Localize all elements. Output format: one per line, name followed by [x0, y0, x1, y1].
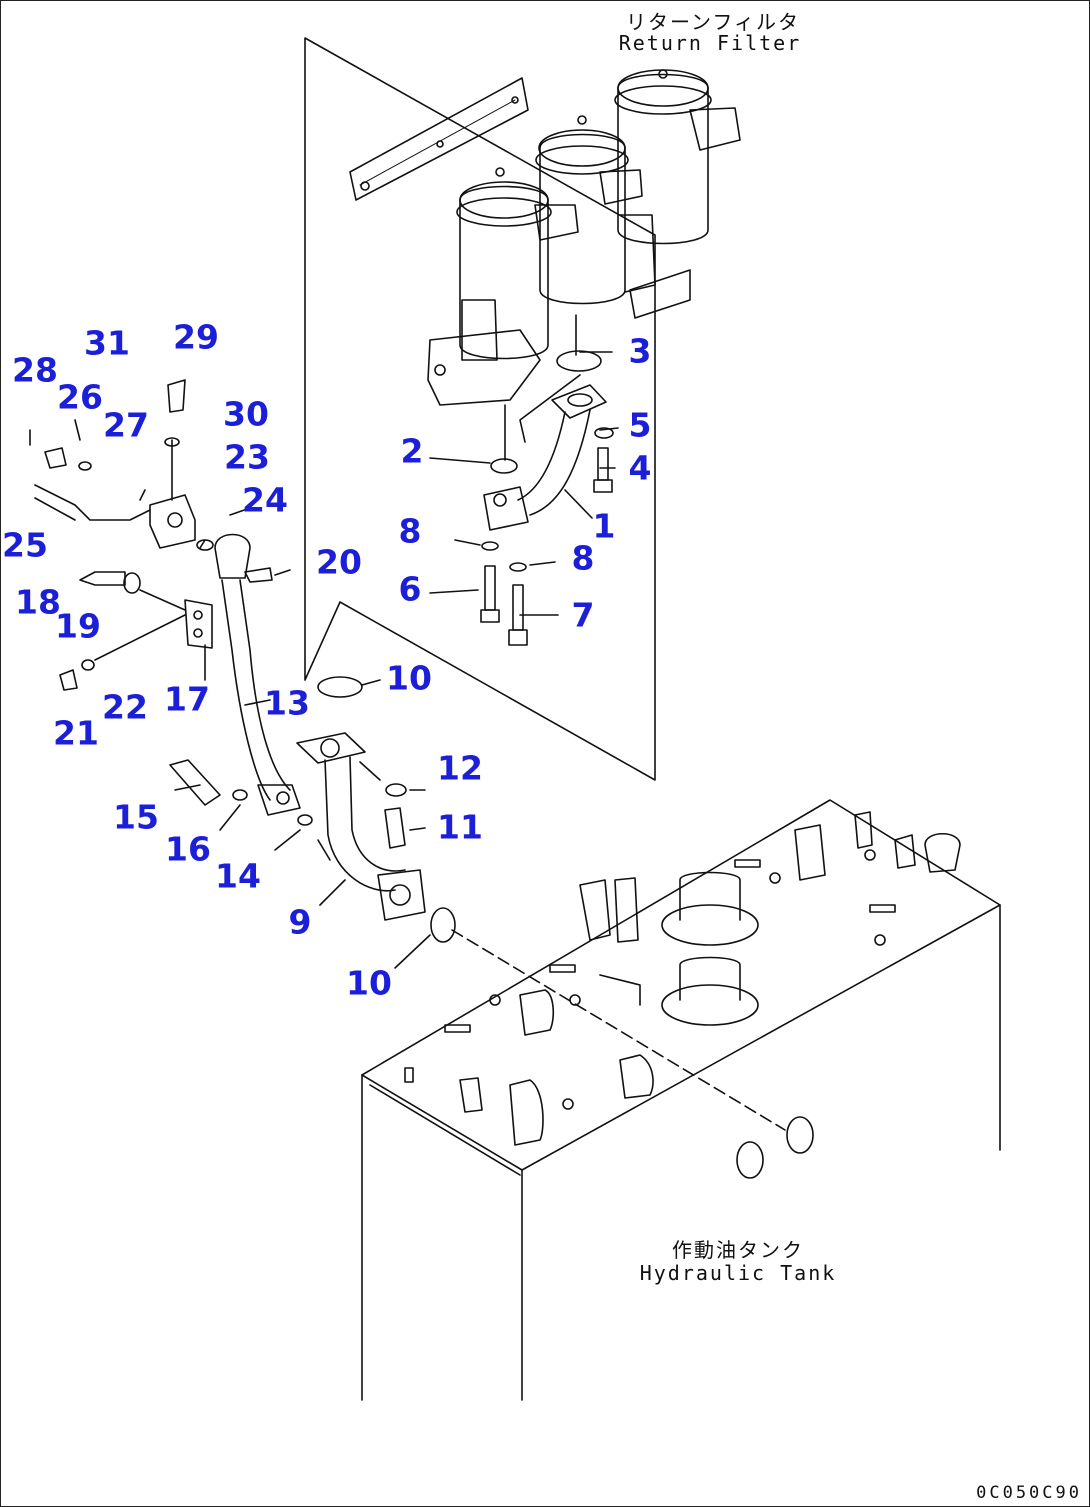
elbow-fitting-29 — [168, 380, 185, 412]
clamp-20 — [215, 535, 250, 579]
callout-30: 30 — [223, 394, 269, 434]
bracket-plate — [350, 78, 528, 200]
callout-4: 4 — [628, 448, 652, 488]
o-ring-10-lower — [431, 908, 455, 942]
callout-8a: 8 — [398, 511, 422, 551]
return-filter-en-label: Return Filter — [618, 31, 802, 55]
callout-25: 25 — [2, 525, 48, 565]
callout-23: 23 — [224, 437, 270, 477]
hydraulic-tank-en-label: Hydraulic Tank — [639, 1261, 837, 1285]
bolt-4 — [598, 448, 608, 480]
callout-7: 7 — [571, 595, 595, 635]
hydraulic-tank-jp-label: 作動油タンク — [672, 1238, 804, 1262]
nipple-26 — [45, 448, 66, 468]
hydraulic-tank — [362, 800, 1000, 1400]
callout-28: 28 — [12, 350, 58, 390]
washer-5 — [595, 428, 613, 438]
pipe-9 — [297, 733, 425, 920]
spring-11 — [385, 808, 405, 848]
callout-16: 16 — [165, 829, 211, 869]
callout-5: 5 — [628, 405, 652, 445]
callout-19: 19 — [55, 606, 101, 646]
callout-29: 29 — [173, 317, 219, 357]
o-ring-12 — [386, 784, 406, 796]
mounting-plane — [305, 38, 655, 780]
filter-canister-rear — [615, 70, 740, 244]
callout-26: 26 — [57, 377, 103, 417]
drawing-number: 0C050C90 — [976, 1483, 1082, 1503]
callout-8b: 8 — [571, 538, 595, 578]
callout-6: 6 — [398, 569, 422, 609]
manifold-block-23 — [150, 495, 195, 548]
bolt-6 — [485, 566, 495, 610]
callout-12: 12 — [437, 748, 483, 788]
callout-24: 24 — [242, 480, 288, 520]
washer-8 — [482, 542, 498, 550]
bolt-18 — [80, 572, 125, 585]
filter-canister-front — [428, 168, 578, 405]
callout-20: 20 — [316, 542, 362, 582]
callout-15: 15 — [113, 797, 159, 837]
o-ring-3 — [557, 351, 601, 371]
return-filter-jp-label: リターンフィルタ — [626, 10, 800, 34]
callout-2: 2 — [400, 431, 424, 471]
callout-27: 27 — [103, 405, 149, 445]
callout-10b: 10 — [346, 963, 392, 1003]
callout-10a: 10 — [386, 658, 432, 698]
callout-13: 13 — [264, 683, 310, 723]
o-ring-10-upper — [318, 677, 362, 697]
bolt-7 — [513, 585, 523, 630]
nut-21 — [60, 670, 77, 690]
callout-1: 1 — [592, 506, 616, 546]
callout-21: 21 — [53, 713, 99, 753]
bolt-15 — [170, 760, 220, 805]
callout-17: 17 — [164, 679, 210, 719]
o-ring-2 — [491, 459, 517, 473]
callout-22: 22 — [102, 687, 148, 727]
hose-13 — [222, 580, 290, 800]
callout-3: 3 — [628, 331, 652, 371]
bracket-17 — [185, 600, 212, 648]
filter-canister-middle — [536, 116, 642, 304]
callout-9: 9 — [288, 902, 312, 942]
callout-11: 11 — [437, 807, 483, 847]
callout-14: 14 — [215, 856, 261, 896]
elbow-pipe-1 — [484, 385, 606, 530]
callout-31: 31 — [84, 323, 130, 363]
callout-18: 18 — [15, 582, 61, 622]
